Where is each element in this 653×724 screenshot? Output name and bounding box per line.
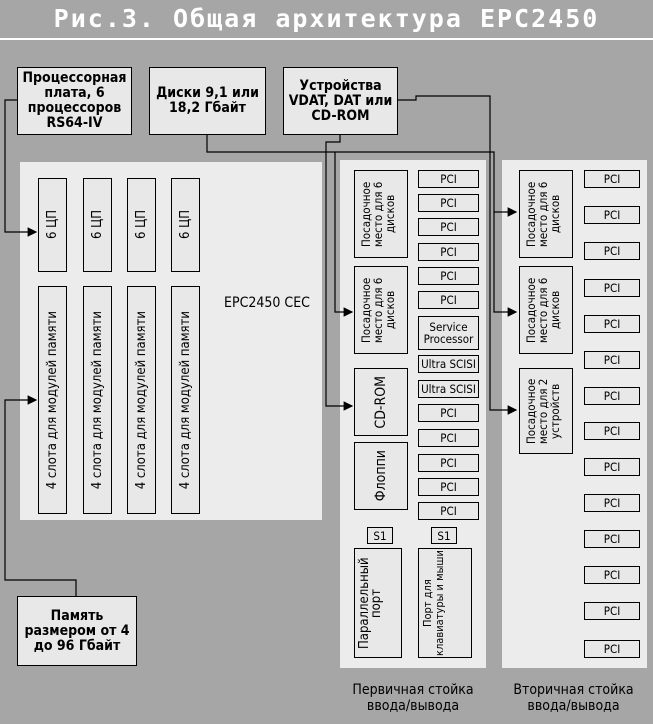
- cpu-2: 6 ЦП: [83, 178, 112, 272]
- cpu-1: 6 ЦП: [38, 178, 67, 272]
- secondary-slot-14: PCI: [584, 640, 640, 658]
- primary-slot-12: PCI: [418, 454, 479, 472]
- page-title: Рис.3. Общая архитектура EPC2450: [53, 4, 600, 33]
- primary-slot-4: PCI: [418, 243, 479, 261]
- primary-rack-caption: Первичная стойка ввода/вывода: [352, 682, 474, 714]
- memory-link-line: [4, 395, 77, 596]
- keyboard-mouse-port: Порт для клавиатуры и мыши: [418, 548, 472, 658]
- memory-slots-1: 4 слота для модулей памяти: [38, 286, 67, 514]
- primary-slot-14: PCI: [418, 502, 479, 520]
- secondary-slot-11: PCI: [584, 530, 640, 548]
- primary-disk-bay-1: Посадочное место для 6 дисков: [354, 170, 408, 258]
- secondary-slot-7: PCI: [584, 387, 640, 405]
- secondary-disk-bay-2: Посадочное место для 6 дисков: [519, 266, 573, 354]
- device-to-primary-line: [325, 135, 354, 411]
- primary-slot-3: PCI: [418, 218, 479, 236]
- secondary-device-bay: Посадочное место для 2 устройств: [519, 368, 573, 454]
- secondary-slot-6: PCI: [584, 351, 640, 369]
- cec-label: EPC2450 CEC: [224, 295, 310, 311]
- primary-slot-7: Service Processor: [418, 316, 479, 350]
- title-rule: [0, 38, 653, 40]
- secondary-slot-4: PCI: [584, 279, 640, 297]
- processor-board-box: Процессорная плата, 6 процессоров RS64-I…: [17, 67, 132, 135]
- secondary-slot-3: PCI: [584, 242, 640, 260]
- memory-slots-3: 4 слота для модулей памяти: [127, 286, 156, 514]
- memory-slots-2: 4 слота для модулей памяти: [83, 286, 112, 514]
- primary-slot-13: PCI: [418, 478, 479, 496]
- disk-to-secondary-line: [206, 135, 518, 217]
- disk-to-secondary-bay2-line: [493, 212, 518, 317]
- primary-slot-8: Ultra SCISI: [418, 355, 479, 373]
- secondary-slot-12: PCI: [584, 566, 640, 584]
- secondary-slot-1: PCI: [584, 170, 640, 188]
- primary-slot-1: PCI: [418, 170, 479, 188]
- floppy-drive: Флоппи: [354, 442, 408, 510]
- secondary-slot-9: PCI: [584, 458, 640, 476]
- secondary-slot-8: PCI: [584, 422, 640, 440]
- primary-slot-11: PCI: [418, 429, 479, 447]
- parallel-port: Параллельный порт: [354, 548, 402, 658]
- memory-slots-4: 4 слота для модулей памяти: [171, 286, 200, 514]
- disks-box: Диски 9,1 или 18,2 Гбайт: [149, 67, 266, 135]
- cpu-link-line: [4, 99, 38, 237]
- device-to-secondary-line: [398, 95, 518, 415]
- primary-disk-bay-2: Посадочное место для 6 дисков: [354, 266, 408, 354]
- primary-slot-6: PCI: [418, 291, 479, 309]
- memory-box: Память размером от 4 до 96 Гбайт: [17, 596, 137, 666]
- devices-box: Устройства VDAT, DAT или CD-ROM: [283, 67, 398, 135]
- primary-slot-10: PCI: [418, 404, 479, 422]
- cpu-4: 6 ЦП: [171, 178, 200, 272]
- secondary-slot-10: PCI: [584, 494, 640, 512]
- primary-slot-9: Ultra SCISI: [418, 380, 479, 398]
- s1-label-left: S1: [367, 527, 393, 544]
- primary-slot-5: PCI: [418, 267, 479, 285]
- disk-to-primary-line: [334, 152, 354, 317]
- secondary-slot-2: PCI: [584, 206, 640, 224]
- secondary-slot-13: PCI: [584, 602, 640, 620]
- cdrom-drive: CD-ROM: [354, 368, 408, 436]
- s1-label-right: S1: [431, 527, 457, 544]
- secondary-slot-5: PCI: [584, 315, 640, 333]
- secondary-rack-caption: Вторичная стойка ввода/вывода: [513, 682, 634, 714]
- primary-slot-2: PCI: [418, 194, 479, 212]
- cpu-3: 6 ЦП: [127, 178, 156, 272]
- secondary-disk-bay-1: Посадочное место для 6 дисков: [519, 170, 573, 258]
